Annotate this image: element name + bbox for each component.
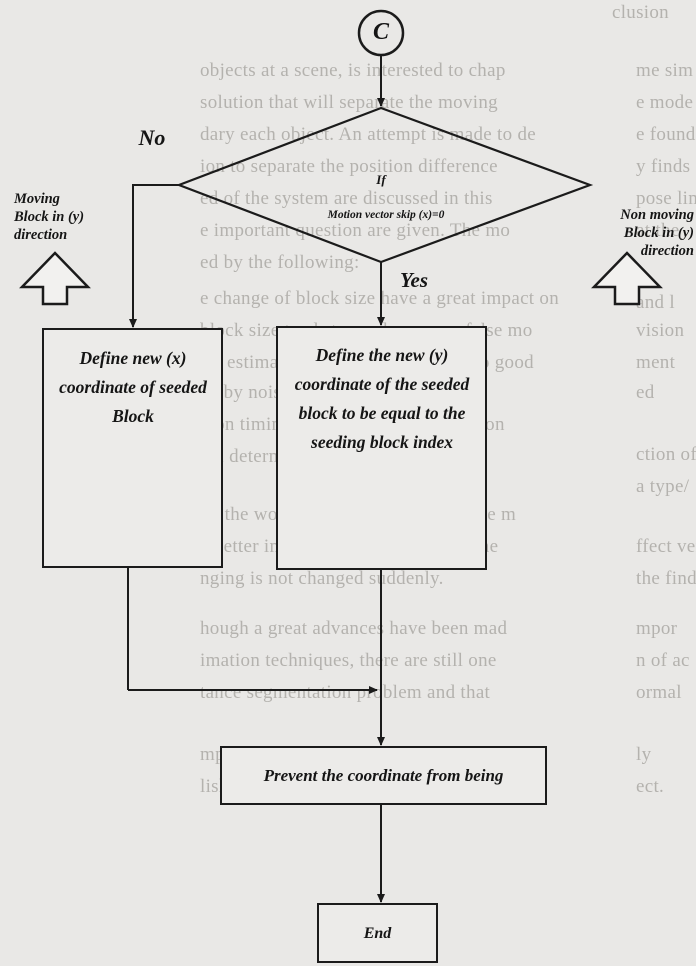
right-side-label: Non moving Block in (y) direction <box>620 207 694 260</box>
right-box-text: Define the new (y) coordinate of the see… <box>294 345 470 452</box>
no-branch-line <box>129 184 179 328</box>
left-process-box <box>42 328 223 568</box>
right-process-box <box>276 326 487 570</box>
decision-condition-text: Motion vector skip (x)=0 <box>327 209 445 221</box>
no-label: No <box>138 125 166 150</box>
left-box-text: Define new (x) coordinate of seeded Bloc… <box>59 347 207 426</box>
bottom-box-text: Prevent the coordinate from being <box>263 765 504 785</box>
connector-label: C <box>372 19 389 45</box>
end-box <box>317 903 438 963</box>
up-arrow-right-icon <box>591 251 663 306</box>
end-text: End <box>363 924 392 942</box>
yes-label: Yes <box>400 268 428 292</box>
up-arrow-left-icon <box>19 251 91 306</box>
left-side-label: Moving Block in (y) direction <box>14 191 85 244</box>
decision-if-text: If <box>376 172 386 187</box>
bottom-process-box <box>220 746 547 805</box>
connector-circle <box>357 9 405 57</box>
